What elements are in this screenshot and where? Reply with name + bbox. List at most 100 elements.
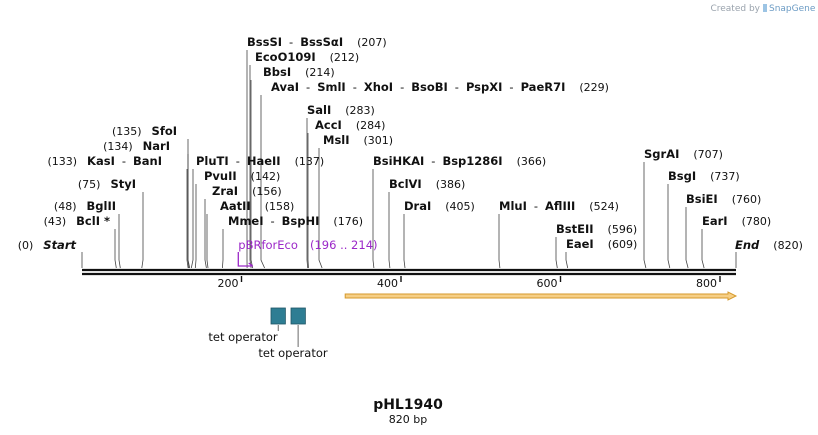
ruler-tick-label-400: 400	[377, 277, 398, 290]
site-label-bglii: (48)BglII	[54, 199, 116, 213]
leader-zrai	[204, 199, 207, 269]
site-msli[interactable]: MslI(301)	[323, 133, 393, 147]
plasmid-name: pHL1940	[373, 397, 443, 413]
site-label-bsteii: BstEII(596)	[556, 222, 637, 236]
site-mlui-afliii[interactable]: MluI-AflIII(524)	[499, 199, 619, 213]
plasmid-length: 820 bp	[389, 413, 427, 426]
site-acci[interactable]: AccI(284)	[315, 118, 385, 132]
site-bcli[interactable]: (43)BclI *	[44, 214, 110, 228]
site-label-sfoi: (135)SfoI	[112, 124, 177, 138]
site-label-bcli: (43)BclI *	[44, 214, 110, 228]
leader-eaei	[565, 252, 569, 269]
feature-box[interactable]	[290, 307, 306, 325]
site-sgrai[interactable]: SgrAI(707)	[644, 147, 723, 161]
site-bclvi[interactable]: BclVI(386)	[389, 177, 465, 191]
site-sfoi[interactable]: (135)SfoI	[112, 124, 177, 138]
feature-tet-operator-2[interactable]: tet operator	[258, 307, 328, 360]
site-label-mlui-afliii: MluI-AflIII(524)	[499, 199, 619, 213]
site-label-msli: MslI(301)	[323, 133, 393, 147]
end-label: End(820)	[735, 238, 803, 252]
leader-bsteii	[555, 237, 558, 269]
site-label-aatii: AatII(158)	[220, 199, 294, 213]
site-label-eaei: EaeI(609)	[566, 237, 637, 251]
site-label-bsssi-bsss-i: BssSI-BssSαI(207)	[247, 35, 387, 49]
site-bbsi[interactable]: BbsI(214)	[263, 65, 335, 79]
site-label-acci: AccI(284)	[315, 118, 385, 132]
start-label: (0)Start	[18, 238, 77, 252]
site-label-styi: (75)StyI	[78, 177, 136, 191]
site-bsiei[interactable]: BsiEI(760)	[686, 192, 761, 206]
primer-name: pBRforEco	[238, 238, 298, 252]
orf-arrow[interactable]	[344, 291, 738, 301]
leader-styi	[141, 192, 144, 269]
leader-drai	[403, 214, 406, 269]
site-bsihkai-bsp1286i[interactable]: BsiHKAI-Bsp1286I(366)	[373, 154, 546, 168]
leader-bglii	[118, 214, 121, 269]
site-label-mmei-bsphi: MmeI-BspHI(176)	[228, 214, 363, 228]
site-nari[interactable]: (134)NarI	[103, 139, 170, 153]
site-label-bsgi: BsgI(737)	[668, 169, 740, 183]
leader-mlui-afliii	[498, 214, 501, 269]
ruler-tick-label-600: 600	[537, 277, 558, 290]
site-label-kasi-bani: (133)KasI-BanI	[47, 154, 162, 168]
leader-pvuii	[194, 184, 197, 269]
ruler-tick-label-200: 200	[218, 277, 239, 290]
leader-sgrai	[643, 162, 647, 269]
site-label-bbsi: BbsI(214)	[263, 65, 335, 79]
ruler-tick-label-800: 800	[696, 277, 717, 290]
site-pvuii[interactable]: PvuII(142)	[204, 169, 280, 183]
site-zrai[interactable]: ZraI(156)	[212, 184, 282, 198]
primer-pbrforeco[interactable]: pBRforEco (196 .. 214)	[237, 238, 378, 267]
leader-bsihkai-bsp1286i	[372, 169, 375, 269]
site-label-bsihkai-bsp1286i: BsiHKAI-Bsp1286I(366)	[373, 154, 546, 168]
site-drai[interactable]: DraI(405)	[404, 199, 475, 213]
feature-label: tet operator	[258, 346, 327, 360]
site-label-bclvi: BclVI(386)	[389, 177, 465, 191]
leader-avai-smli-xhoi-bsobi-pspxi-paer7i	[260, 95, 265, 269]
site-ecoo109i[interactable]: EcoO109I(212)	[255, 50, 359, 64]
leader-mmei-bsphi	[222, 229, 224, 269]
ruler: 200 400 600 800	[218, 276, 721, 290]
site-bsgi[interactable]: BsgI(737)	[668, 169, 740, 183]
site-label-pluti-haeii: PluTI-HaeII(137)	[196, 154, 324, 168]
leader-kasi-bani	[186, 169, 189, 269]
site-bsteii[interactable]: BstEII(596)	[556, 222, 637, 236]
site-label-drai: DraI(405)	[404, 199, 475, 213]
site-kasi-bani[interactable]: (133)KasI-BanI	[47, 154, 162, 168]
site-eari[interactable]: EarI(780)	[702, 214, 771, 228]
site-styi[interactable]: (75)StyI	[78, 177, 136, 191]
site-label-ecoo109i: EcoO109I(212)	[255, 50, 359, 64]
snapgene-logo-icon	[763, 4, 767, 12]
leader-sali	[306, 118, 309, 269]
leader-pluti-haeii	[190, 169, 194, 269]
site-bsssi-bsss-i[interactable]: BssSI-BssSαI(207)	[247, 35, 387, 49]
leader-msli	[318, 148, 323, 269]
site-eaei[interactable]: EaeI(609)	[566, 237, 637, 251]
site-label-sali: SalI(283)	[307, 103, 375, 117]
leader-aatii	[206, 214, 209, 269]
leader-bsiei	[685, 207, 689, 269]
site-label-pvuii: PvuII(142)	[204, 169, 280, 183]
site-sali[interactable]: SalI(283)	[307, 103, 375, 117]
site-bglii[interactable]: (48)BglII	[54, 199, 116, 213]
primer-arrow[interactable]	[237, 252, 254, 267]
site-aatii[interactable]: AatII(158)	[220, 199, 294, 213]
feature-tet-operator-1[interactable]: tet operator	[208, 307, 286, 344]
site-avai-smli-xhoi-bsobi-pspxi-paer7i[interactable]: AvaI-SmlI-XhoI-BsoBI-PspXI-PaeR7I(229)	[271, 80, 609, 94]
credit-prefix: Created by	[710, 4, 760, 14]
feature-box[interactable]	[270, 307, 286, 325]
site-mmei-bsphi[interactable]: MmeI-BspHI(176)	[228, 214, 363, 228]
leader-nari	[187, 154, 190, 269]
feature-label: tet operator	[208, 330, 277, 344]
site-label-eari: EarI(780)	[702, 214, 771, 228]
site-label-sgrai: SgrAI(707)	[644, 147, 723, 161]
site-label-nari: (134)NarI	[103, 139, 170, 153]
leader-eari	[701, 229, 705, 269]
primer-range: (196 .. 214)	[310, 238, 378, 252]
enzyme-labels: BssSI-BssSαI(207)EcoO109I(212)BbsI(214)A…	[18, 35, 803, 252]
site-pluti-haeii[interactable]: PluTI-HaeII(137)	[196, 154, 324, 168]
leader-bsgi	[667, 184, 671, 269]
site-leader-lines	[81, 50, 737, 269]
backbone	[82, 268, 736, 276]
site-label-avai-smli-xhoi-bsobi-pspxi-paer7i: AvaI-SmlI-XhoI-BsoBI-PspXI-PaeR7I(229)	[271, 80, 609, 94]
